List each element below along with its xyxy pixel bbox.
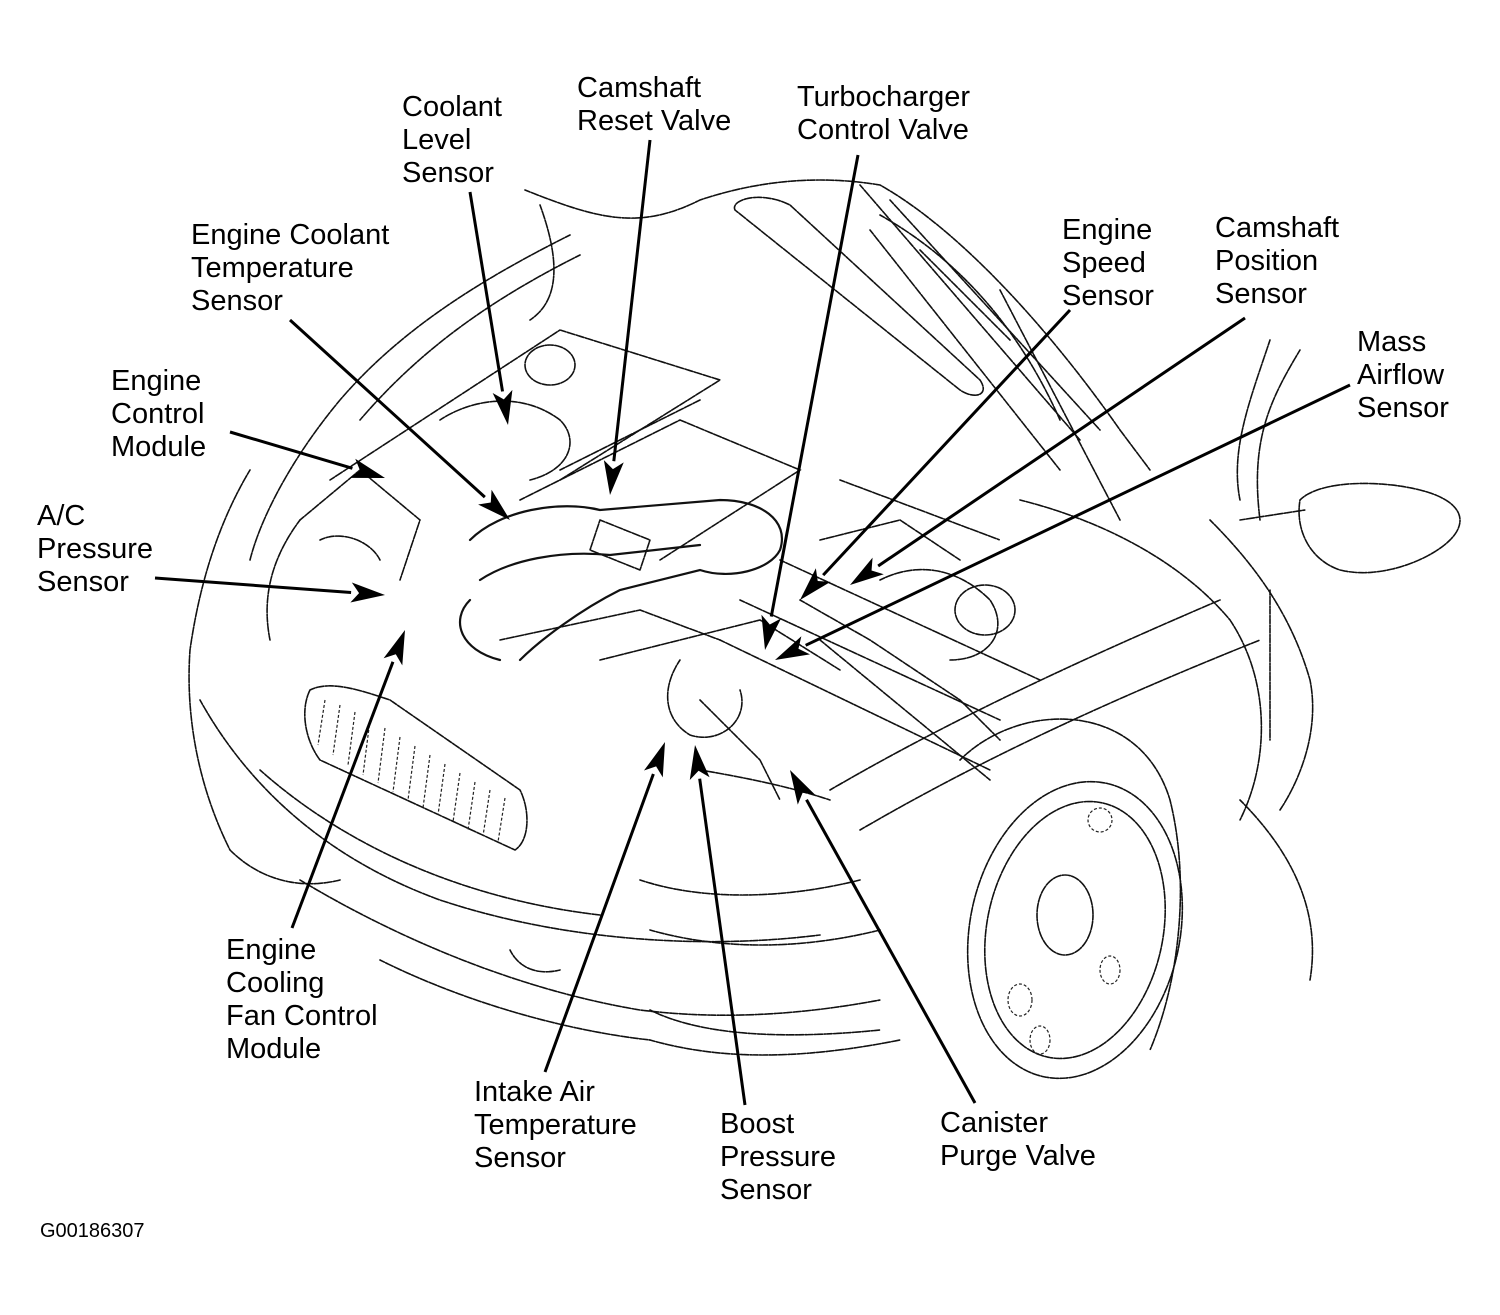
hood-outline — [524, 179, 1151, 521]
arrowhead-canister-purge-valve — [790, 770, 816, 805]
label-engine-speed-sensor: Engine Speed Sensor — [1062, 214, 1154, 312]
leader-line-coolant-level-sensor — [468, 191, 505, 392]
label-boost-pressure-sensor: Boost Pressure Sensor — [720, 1108, 837, 1206]
label-ac-pressure-sensor: A/C Pressure Sensor — [37, 500, 154, 598]
label-camshaft-position-sensor: Camshaft Position Sensor — [1215, 212, 1340, 310]
leader-line-engine-coolant-temperature-sensor — [288, 318, 486, 499]
engine-bay — [299, 329, 1041, 801]
leader-line-mass-airflow-sensor — [805, 383, 1351, 647]
label-engine-control-module: Engine Control Module — [111, 365, 207, 463]
arrowhead-coolant-level-sensor — [492, 389, 513, 425]
leader-line-intake-air-temperature-sensor — [543, 773, 655, 1073]
arrowhead-camshaft-reset-valve — [603, 460, 624, 495]
body-outline — [188, 234, 1314, 1056]
arrowhead-mass-airflow-sensor — [775, 636, 810, 660]
side-mirror — [1239, 482, 1461, 574]
front-wheel — [959, 718, 1184, 1080]
leader-lines — [154, 139, 1351, 1106]
leader-line-engine-speed-sensor — [822, 308, 1072, 577]
leader-line-canister-purge-valve — [805, 798, 977, 1104]
arrowhead-engine-coolant-temperature-sensor — [478, 489, 510, 520]
arrowhead-ac-pressure-sensor — [350, 582, 385, 603]
leader-line-camshaft-reset-valve — [612, 139, 652, 462]
arrowhead-camshaft-position-sensor — [850, 557, 884, 585]
label-intake-air-temperature-sensor: Intake Air Temperature Sensor — [474, 1076, 637, 1174]
label-engine-coolant-temperature-sensor: Engine Coolant Temperature Sensor — [191, 219, 390, 317]
leader-line-engine-cooling-fan-control-module — [290, 661, 395, 929]
arrowhead-boost-pressure-sensor — [689, 745, 710, 781]
label-camshaft-reset-valve: Camshaft Reset Valve — [577, 72, 732, 137]
label-turbocharger-control-valve: Turbocharger Control Valve — [797, 81, 971, 146]
leader-line-camshaft-position-sensor — [877, 316, 1246, 568]
front-grille — [304, 685, 528, 851]
leader-line-turbocharger-control-valve — [769, 154, 860, 617]
arrowhead-intake-air-temperature-sensor — [643, 742, 665, 778]
leader-line-boost-pressure-sensor — [698, 778, 747, 1106]
figure-id: G00186307 — [40, 1220, 145, 1242]
label-coolant-level-sensor: Coolant Level Sensor — [402, 91, 502, 189]
leader-line-engine-control-module — [229, 430, 353, 470]
label-canister-purge-valve: Canister Purge Valve — [940, 1107, 1096, 1172]
arrowhead-engine-cooling-fan-control-module — [383, 630, 405, 666]
arrowhead-engine-control-module — [349, 458, 385, 478]
arrowhead-engine-speed-sensor — [800, 568, 831, 600]
label-engine-cooling-fan-control-module: Engine Cooling Fan Control Module — [226, 934, 378, 1065]
arrowhead-turbocharger-control-valve — [761, 614, 782, 650]
leader-line-ac-pressure-sensor — [154, 576, 352, 594]
label-mass-airflow-sensor: Mass Airflow Sensor — [1357, 326, 1449, 424]
